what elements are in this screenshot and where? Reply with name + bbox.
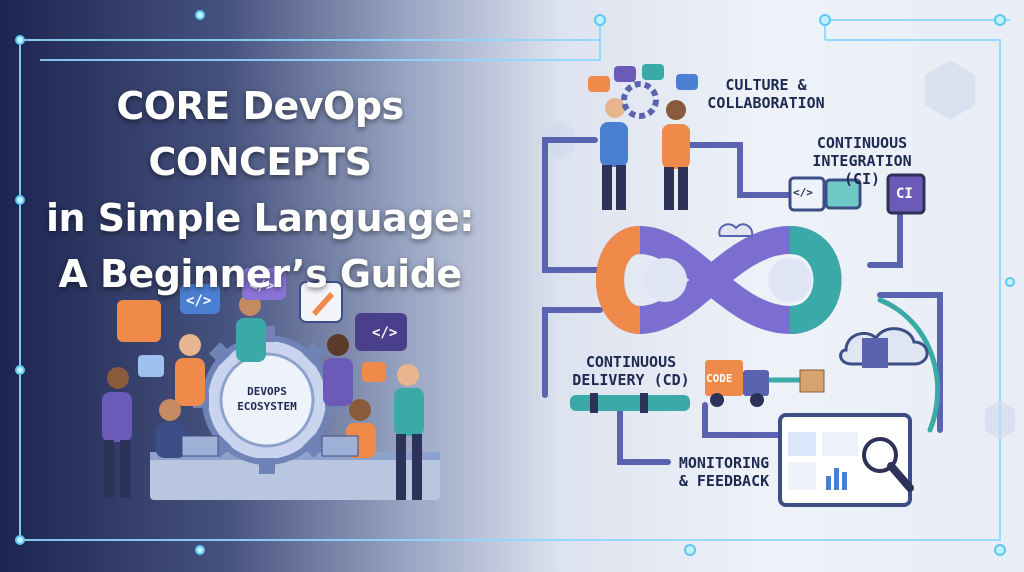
page-title: CORE DevOps CONCEPTS in Simple Language:…: [10, 78, 510, 302]
monitoring-line-1: MONITORING: [678, 454, 770, 472]
ci-label: CONTINUOUS INTEGRATION (CI): [792, 134, 932, 188]
ci-line-2: INTEGRATION (CI): [812, 152, 912, 188]
circuit-nodes: [15, 10, 1015, 556]
monitoring-line-2: & FEEDBACK: [678, 472, 770, 490]
hexagon-decor: [545, 60, 1015, 440]
culture-line-2: COLLABORATION: [707, 94, 825, 112]
ci-cube-label: CI: [896, 186, 913, 202]
svg-text:</>: </>: [186, 293, 211, 309]
ci-line-1: CONTINUOUS: [816, 134, 908, 152]
cd-line-2: DELIVERY (CD): [572, 371, 690, 389]
monitoring-label: MONITORING & FEEDBACK: [672, 454, 776, 490]
title-line-2: in Simple Language:: [45, 196, 475, 240]
cd-label: CONTINUOUS DELIVERY (CD): [568, 353, 694, 389]
svg-text:</>: </>: [372, 325, 397, 341]
devops-diagram: [542, 64, 943, 507]
truck-code-label: CODE: [706, 372, 733, 385]
svg-text:</>: </>: [249, 278, 274, 294]
ecosystem-line-2: ECOSYSTEM: [237, 400, 297, 413]
culture-label: CULTURE & COLLABORATION: [706, 76, 826, 112]
ecosystem-line-1: DEVOPS: [247, 385, 287, 398]
ecosystem-label: DEVOPS ECOSYSTEM: [218, 384, 316, 414]
title-line-3: A Beginner’s Guide: [58, 252, 462, 296]
team-illustration: </> </> </>: [102, 268, 440, 500]
cd-line-1: CONTINUOUS: [585, 353, 677, 371]
culture-line-1: CULTURE &: [725, 76, 807, 94]
title-line-1: CORE DevOps CONCEPTS: [116, 84, 404, 184]
code-tag-badge: </>: [793, 186, 813, 199]
